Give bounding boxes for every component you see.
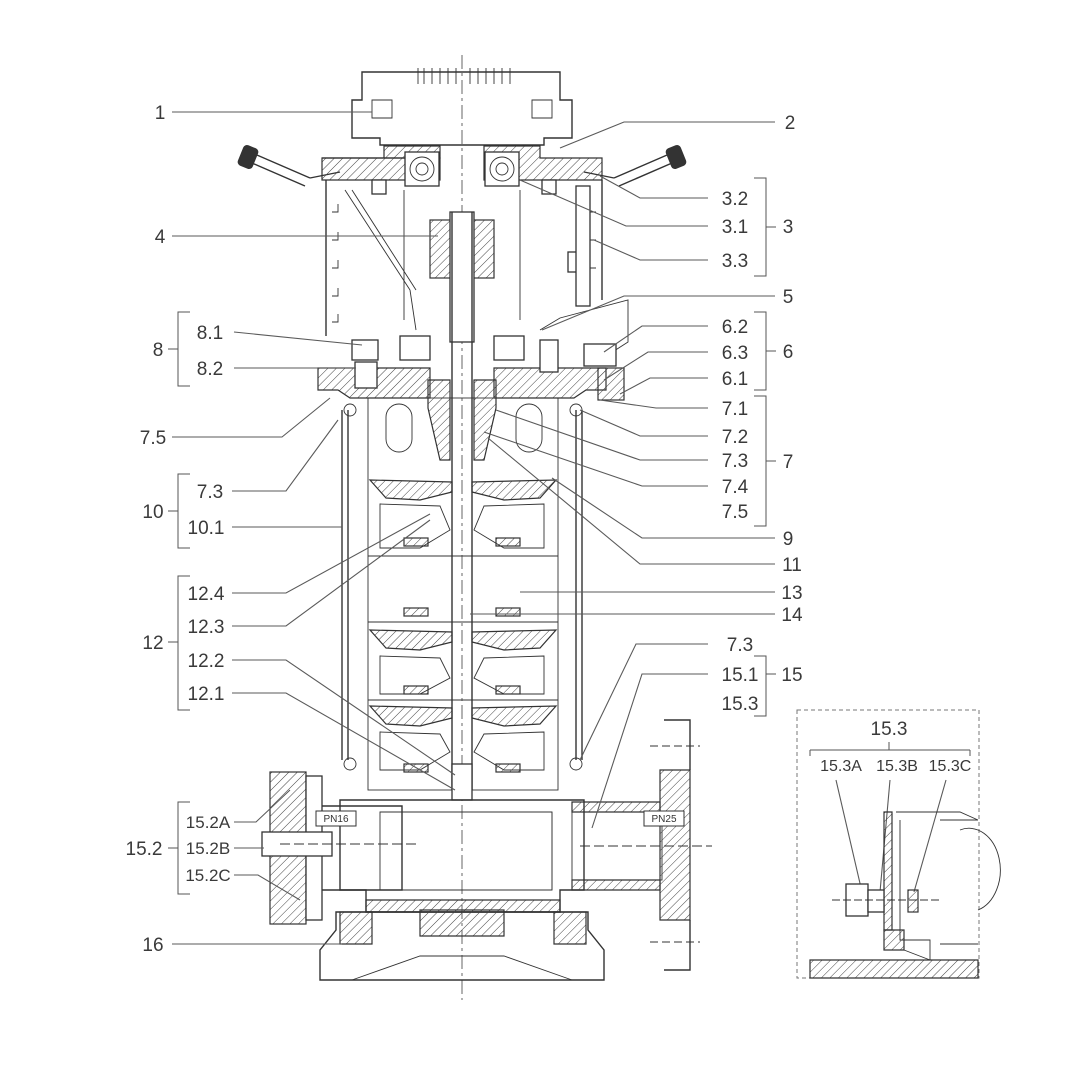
- label-12-3: 12.3: [188, 617, 225, 638]
- label-10: 10: [142, 502, 163, 523]
- label-7: 7: [783, 452, 794, 473]
- label-8-1: 8.1: [197, 323, 223, 344]
- detail-inset: 15.3 15.3A 15.3B 15.3C: [796, 709, 1001, 979]
- pump-foot: [319, 909, 605, 981]
- label-3-3: 3.3: [722, 251, 748, 272]
- labels-right: 2 3.2 3.1 3 3.3 5 6.2 6.3 6 6.1 7.1 7.2 …: [722, 113, 803, 715]
- label-7-2: 7.2: [722, 427, 748, 448]
- label-8: 8: [153, 340, 164, 361]
- label-7-5-left: 7.5: [140, 428, 166, 449]
- label-7-4: 7.4: [722, 477, 749, 498]
- label-12-1: 12.1: [188, 684, 225, 705]
- inner-chamber: [367, 397, 559, 791]
- inlet-flange: [261, 771, 420, 925]
- label-15-3: 15.3: [722, 694, 759, 715]
- label-7-3-bottom: 7.3: [727, 635, 753, 656]
- label-12-4: 12.4: [188, 584, 225, 605]
- pump-body: [237, 55, 712, 1000]
- label-6-1: 6.1: [722, 369, 748, 390]
- label-15-2: 15.2: [126, 839, 163, 860]
- group-brackets: [168, 177, 776, 895]
- label-8-2: 8.2: [197, 359, 223, 380]
- label-11: 11: [782, 555, 802, 576]
- label-10-1: 10.1: [188, 518, 225, 539]
- label-12-2: 12.2: [188, 651, 225, 672]
- label-1: 1: [155, 103, 166, 124]
- label-15-2c: 15.2C: [185, 866, 230, 885]
- label-12: 12: [142, 633, 163, 654]
- detail-drawing: [809, 811, 1001, 979]
- motor-stool: [325, 180, 603, 336]
- label-7-1: 7.1: [722, 399, 748, 420]
- detail-item-15-3b: 15.3B: [876, 758, 918, 775]
- label-6-2: 6.2: [722, 317, 748, 338]
- leader-lines: [172, 111, 775, 945]
- label-3: 3: [783, 217, 794, 238]
- label-7-3-left: 7.3: [197, 482, 223, 503]
- coupling-guard: [539, 299, 629, 361]
- pn16-tag: PN16: [323, 814, 348, 825]
- detail-title: 15.3: [871, 719, 908, 740]
- label-15-2a: 15.2A: [186, 813, 231, 832]
- label-4: 4: [155, 227, 166, 248]
- label-6: 6: [783, 342, 794, 363]
- shaft: [451, 212, 473, 801]
- label-2: 2: [785, 113, 796, 134]
- label-13: 13: [781, 583, 802, 604]
- pn25-tag: PN25: [651, 814, 676, 825]
- impeller-stages: [368, 479, 558, 773]
- label-15: 15: [781, 665, 802, 686]
- detail-item-15-3c: 15.3C: [929, 758, 972, 775]
- labels-left: 1 4 8 8.1 8.2 7.5 10 7.3 10.1 12 12.4 12…: [126, 103, 231, 956]
- stage: [368, 607, 558, 695]
- label-6-3: 6.3: [722, 343, 748, 364]
- flange-tags: PN16 PN25: [315, 810, 685, 827]
- outlet-flange: [571, 719, 712, 971]
- pn16-tag-box: [315, 810, 357, 827]
- label-7-5-right: 7.5: [722, 502, 748, 523]
- label-15-1: 15.1: [722, 665, 759, 686]
- motor-flange: [321, 145, 603, 195]
- label-14: 14: [781, 605, 803, 626]
- label-9: 9: [783, 529, 794, 550]
- label-5: 5: [783, 287, 794, 308]
- pump-head: [317, 335, 625, 461]
- label-3-1: 3.1: [722, 217, 748, 238]
- label-15-2b: 15.2B: [186, 839, 230, 858]
- stage: [368, 479, 558, 549]
- coupling: [429, 211, 495, 343]
- label-3-2: 3.2: [722, 189, 748, 210]
- stage: [368, 705, 558, 773]
- label-16: 16: [142, 935, 163, 956]
- motor-cover: [351, 68, 573, 146]
- pn25-tag-box: [643, 810, 685, 827]
- label-7-3-right: 7.3: [722, 451, 748, 472]
- detail-item-15-3a: 15.3A: [820, 758, 862, 775]
